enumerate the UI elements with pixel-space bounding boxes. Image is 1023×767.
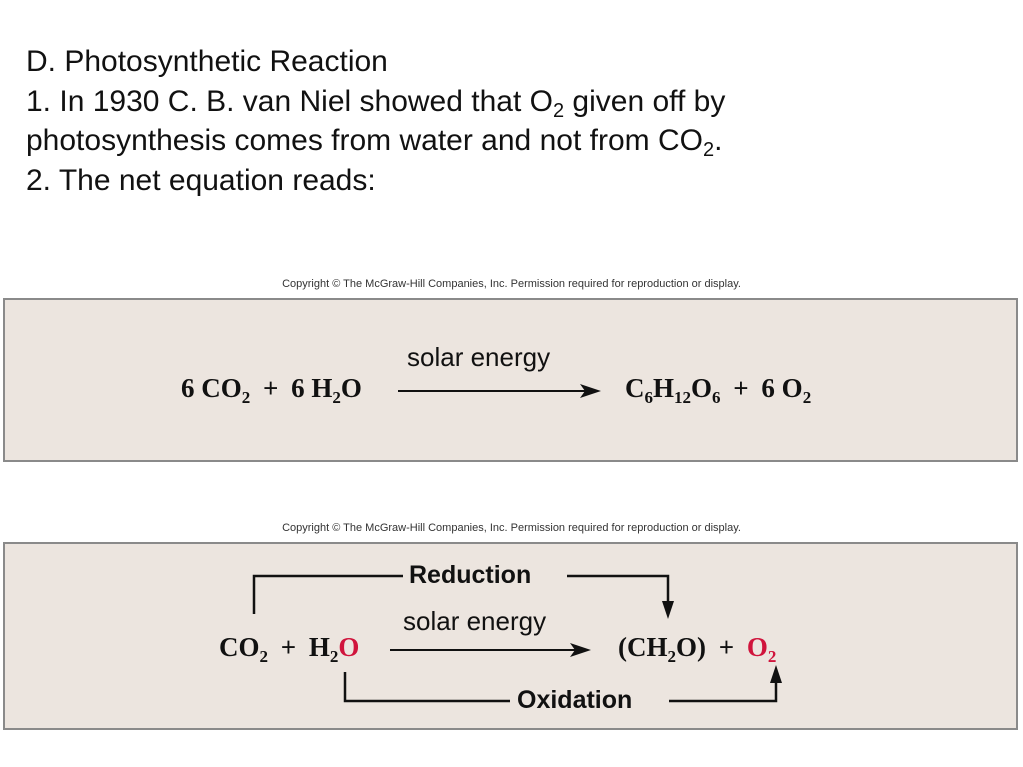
eq1-co2: 6 CO <box>181 373 242 403</box>
eq1-arrow-label: solar energy <box>407 342 551 372</box>
eq1-reaction-arrow-icon <box>398 384 601 398</box>
eq2-arrow-label: solar energy <box>403 606 547 636</box>
eq1-plus-1: + <box>263 373 279 403</box>
eq2-plus-2: + <box>718 632 735 662</box>
oxidation-label: Oxidation <box>517 686 633 714</box>
eq1-h: H <box>653 373 675 403</box>
eq1-c-sub: 6 <box>644 388 654 407</box>
eq2-h-sub: 2 <box>329 647 339 666</box>
eq1-c: C <box>625 373 645 403</box>
oxidation-bracket-right <box>669 679 778 703</box>
point-1-subscript: 2 <box>552 99 565 122</box>
eq1-o2: 6 O <box>761 373 803 403</box>
oxidation-arrowhead-icon <box>770 665 782 683</box>
eq1-h2o-o: O <box>340 373 362 403</box>
eq1-o2-sub: 2 <box>802 388 812 407</box>
eq2-oxygen-product: O2 <box>746 632 777 665</box>
slide-text: D. Photosynthetic Reaction 1. In 1930 C.… <box>26 42 986 200</box>
point-2-line: 2. The net equation reads: <box>26 163 376 197</box>
point-1-text-b: given off by <box>564 84 726 118</box>
eq2-ch-sub: 2 <box>667 647 677 666</box>
eq1-o-sub: 6 <box>712 388 721 407</box>
redox-brackets <box>252 574 782 703</box>
section-title: D. Photosynthetic Reaction <box>26 45 388 78</box>
eq2-water-oxygen: O <box>338 632 360 662</box>
eq2-plus-1: + <box>280 632 297 662</box>
point-1-text-a: 1. In 1930 C. B. van Niel showed that O <box>26 84 553 118</box>
eq2-co2: CO <box>219 632 260 662</box>
net-equation-panel: 6 CO2 + 6 H2O solar energy C6H12O6 + 6 O… <box>3 298 1018 462</box>
redox-equation-panel: Reduction solar energy CO2 + H2O (CH2O) … <box>3 542 1018 730</box>
eq1-h-sub: 12 <box>674 388 692 407</box>
eq1-o: O <box>691 373 713 403</box>
eq1-plus-2: + <box>733 373 749 403</box>
eq2-o2-sub: 2 <box>767 647 777 666</box>
eq1-reactants: 6 CO2 + 6 H2O <box>181 373 362 407</box>
reduction-bracket-right <box>567 574 670 604</box>
point-1-line-1: 1. In 1930 C. B. van Niel showed that O2… <box>26 82 986 122</box>
eq2-o-close: O) <box>676 632 706 662</box>
eq1-products: C6H12O6 + 6 O2 <box>625 373 812 407</box>
point-1-subscript-2: 2 <box>702 139 715 161</box>
eq1-co2-sub: 2 <box>241 388 251 407</box>
eq2-reaction-arrow-icon <box>570 643 591 657</box>
copyright-notice-2: Copyright © The McGraw-Hill Companies, I… <box>282 522 741 534</box>
copyright-notice-1: Copyright © The McGraw-Hill Companies, I… <box>282 278 741 290</box>
eq1-h2o-sub: 2 <box>332 388 341 407</box>
oxidation-bracket-left <box>343 672 510 703</box>
eq2-products: (CH2O) + O2 <box>618 632 777 666</box>
eq2-h: H <box>308 632 330 662</box>
point-1-text-d: . <box>714 124 723 157</box>
reduction-bracket-left <box>252 574 403 614</box>
point-1-line-2: photosynthesis comes from water and not … <box>26 121 986 161</box>
reduction-label: Reduction <box>409 561 532 589</box>
eq2-o2: O <box>746 632 768 662</box>
eq1-h2o: 6 H <box>291 373 333 403</box>
reduction-arrowhead-icon <box>662 601 674 619</box>
eq2-co2-sub: 2 <box>259 647 269 666</box>
eq2-reactants: CO2 + H2O <box>219 632 360 666</box>
point-1-text-c: photosynthesis comes from water and not … <box>26 124 703 157</box>
eq2-ch: (CH <box>618 632 668 662</box>
